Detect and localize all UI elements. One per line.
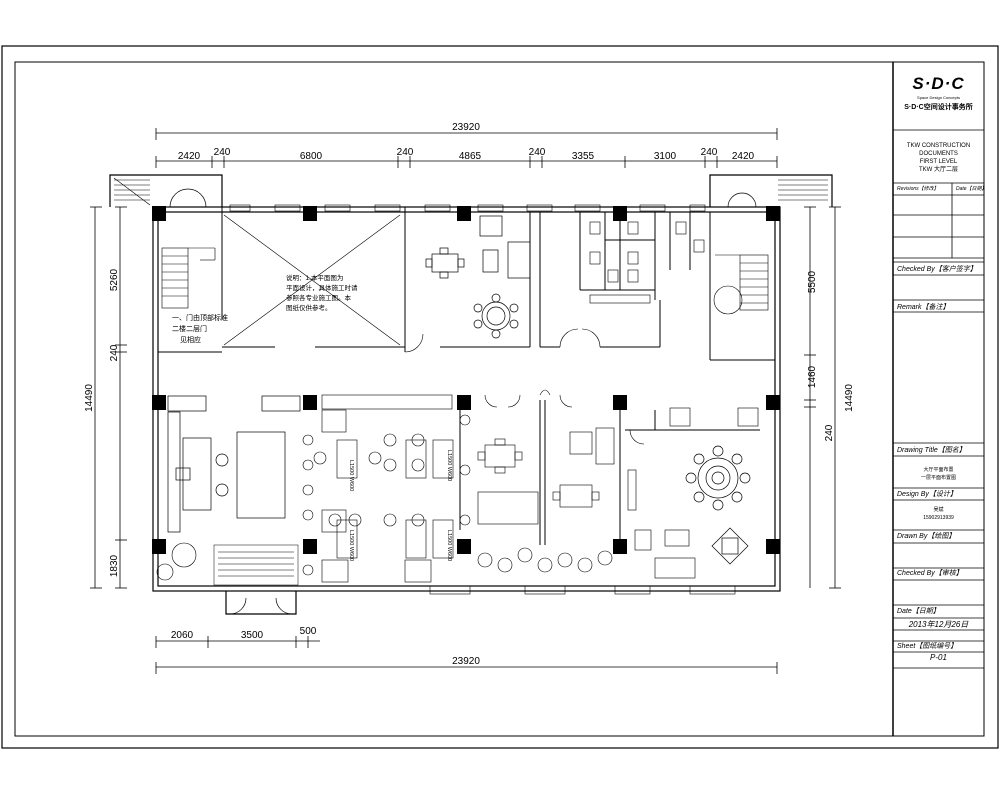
company-logo: S·D·C — [912, 74, 965, 93]
date-value: 2013年12月26日 — [908, 620, 969, 629]
top-dimension-total — [155, 128, 778, 140]
dim-top-6: 240 — [529, 147, 546, 158]
booth-seating — [313, 394, 454, 583]
bottom-left-planter — [213, 544, 299, 586]
dim-top-8: 3100 — [654, 151, 677, 162]
company-name: S·D·C空间设计事务所 — [904, 104, 973, 111]
dim-top-9: 240 — [701, 147, 718, 158]
toilet-fixtures — [589, 221, 705, 304]
plant-decor — [156, 285, 743, 581]
checked-by-label: Checked By【审核】 — [897, 570, 963, 577]
stair-note-line-3: 见相应 — [180, 335, 201, 344]
structural-columns — [152, 206, 780, 554]
interior-walls — [158, 207, 775, 545]
entrance-doors — [169, 188, 757, 615]
top-windows — [229, 204, 706, 212]
dim-right-3: 240 — [824, 424, 835, 441]
dim-bottom-3: 500 — [300, 626, 317, 637]
stair-note: 一、门由顶部标准 二楼二层门 见相应 — [172, 313, 228, 344]
stair-note-line-1: 一、门由顶部标准 — [172, 313, 228, 322]
porch-steps-right — [778, 179, 828, 201]
sheet-value: P-01 — [930, 653, 947, 662]
porch-steps-left — [113, 177, 151, 206]
right-dimension-lines — [804, 206, 841, 589]
design-by-label: Design By【设计】 — [897, 491, 957, 498]
dim-left-1: 5260 — [109, 268, 120, 291]
logo-subtitle: Space Design Concepts — [917, 95, 960, 100]
project-line-2: DOCUMENTS — [919, 151, 958, 157]
date-label-small: Date【日期】 — [956, 186, 987, 192]
dim-top-7: 3355 — [572, 151, 595, 162]
checked-by-client-label: Checked By【客户签字】 — [897, 266, 977, 273]
booth-table-labels: L1500 W600 L1500 W600 L1500 W600 L1500 W… — [348, 450, 452, 561]
dim-top-10: 2420 — [732, 151, 755, 162]
void-area-diagonals — [223, 214, 401, 346]
revisions-label: Revisions【修改】 — [897, 186, 939, 192]
project-line-3: FIRST LEVEL — [919, 159, 958, 165]
void-note-line-4: 图纸仅供参考。 — [286, 303, 332, 312]
table-label-3: L1500 W600 — [446, 450, 452, 481]
bottom-dimension-total — [155, 662, 778, 674]
void-note-line-1: 说明：1.本平面图为 — [286, 273, 343, 282]
dim-bottom-2: 3500 — [241, 630, 264, 641]
stair-right — [715, 254, 769, 311]
sheet-label: Sheet【图纸编号】 — [897, 643, 958, 650]
dim-bottom-total: 23920 — [452, 656, 480, 667]
dim-right-2: 1460 — [807, 365, 818, 388]
outer-frame — [1, 45, 999, 749]
table-label-2: L1500 W600 — [348, 530, 354, 561]
design-by-line-1: 吴斌 — [933, 507, 944, 513]
design-by-line-2: 15902913939 — [923, 515, 954, 521]
dim-top-2: 240 — [214, 147, 231, 158]
dim-top-total: 23920 — [452, 122, 480, 133]
dim-top-4: 240 — [397, 147, 414, 158]
void-area-note: 说明：1.本平面图为 平面设计，具体施工时请 参照各专业施工图。本 图纸仅供参考… — [286, 273, 358, 312]
mid-room-furniture — [477, 407, 759, 579]
dim-left-3: 1830 — [109, 554, 120, 577]
stair-note-line-2: 二楼二层门 — [172, 324, 207, 333]
meeting-room-furniture — [425, 215, 531, 339]
dim-right-1: 5500 — [807, 270, 818, 293]
dim-top-1: 2420 — [178, 151, 201, 162]
project-line-1: TKW CONSTRUCTION — [906, 143, 971, 149]
dim-bottom-1: 2060 — [171, 630, 194, 641]
void-note-line-2: 平面设计，具体施工时请 — [286, 283, 358, 292]
inner-frame — [14, 61, 985, 737]
date-label: Date【日期】 — [897, 608, 940, 615]
dim-top-5: 4865 — [459, 151, 482, 162]
drawing-title-line-1: 大厅平面布置 — [923, 467, 954, 473]
top-dimension-chain — [155, 156, 778, 168]
drawn-by-label: Drawn By【绘图】 — [897, 533, 956, 540]
dim-top-3: 6800 — [300, 151, 323, 162]
left-dimension-lines — [90, 206, 127, 589]
title-block-grid — [893, 129, 984, 669]
bottom-windows — [429, 585, 736, 595]
bottom-dimension-chain — [155, 636, 320, 648]
drawing-title-label: Drawing Title【图名】 — [897, 447, 966, 454]
dim-right-total: 14490 — [844, 384, 855, 412]
stair-left — [161, 247, 216, 309]
office-furniture — [167, 395, 301, 533]
project-line-4: TKW 大厅二层 — [919, 167, 958, 173]
vip-round-table — [685, 445, 751, 565]
interior-doors — [404, 328, 645, 445]
dim-left-total: 14490 — [84, 384, 95, 412]
void-note-line-3: 参照各专业施工图。本 — [286, 293, 352, 302]
dim-left-2: 240 — [109, 344, 120, 361]
table-label-4: L1500 W600 — [446, 530, 452, 561]
table-label-1: L1500 W600 — [348, 460, 354, 491]
title-block: S·D·C Space Design Concepts S·D·C空间设计事务所… — [893, 63, 987, 735]
remark-label: Remark【备注】 — [897, 304, 950, 311]
drawing-title-line-2: 一层平面布置图 — [920, 475, 956, 481]
